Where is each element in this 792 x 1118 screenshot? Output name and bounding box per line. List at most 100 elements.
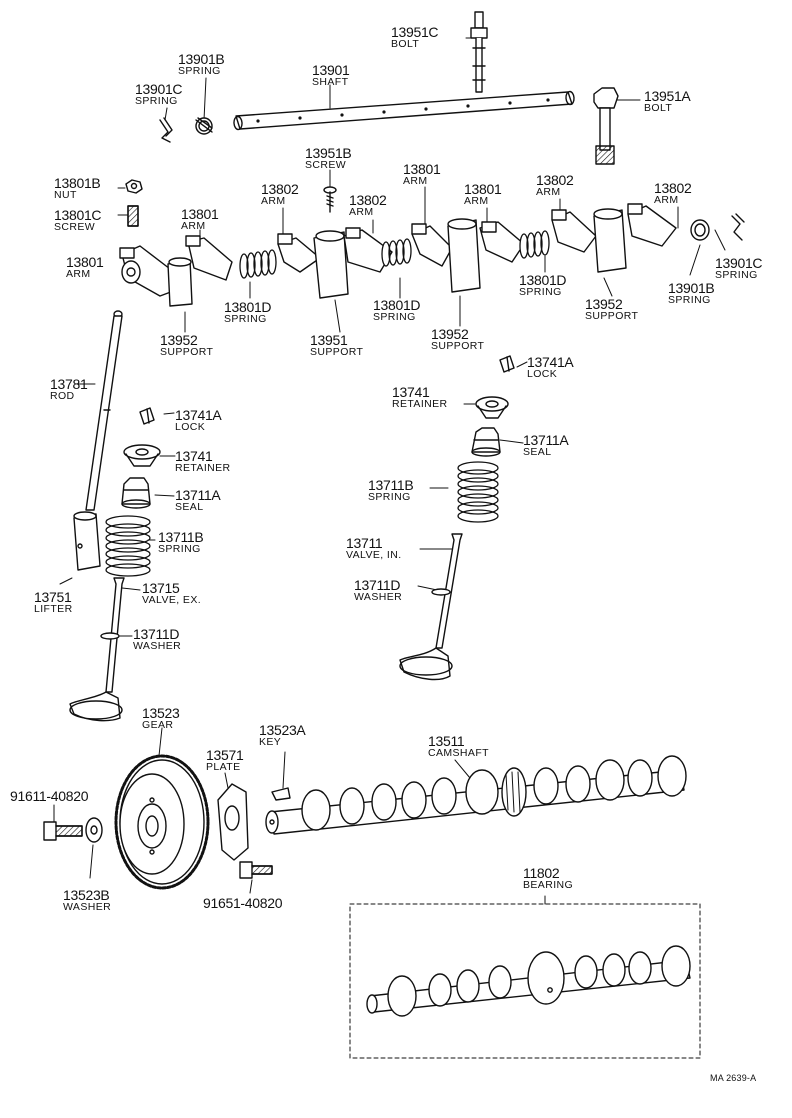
part-name: WASHER [133, 640, 182, 652]
figure-code: MA 2639-A [710, 1073, 757, 1083]
part-number: 13511 [428, 733, 465, 749]
part-number: 13951 [310, 332, 348, 348]
part-label-91611: 91611-40820 [10, 789, 88, 803]
part-name: VALVE, IN. [346, 549, 402, 561]
part-number: 13711A [523, 432, 569, 448]
part-label-13511: 13511 CAMSHAFT [428, 734, 489, 759]
part-number: 13741A [175, 407, 222, 423]
part-number: 13711B [368, 477, 414, 493]
part-number: 13801 [181, 206, 219, 222]
part-name: SCREW [54, 221, 96, 233]
part-number: 13901B [668, 280, 715, 296]
part-label-13711b-right: 13711B SPRING [368, 477, 414, 503]
part-label-13711a-left: 13711A SEAL [175, 488, 221, 513]
part-label-13711a-right: 13711A SEAL [523, 432, 569, 458]
part-name: SUPPORT [585, 310, 639, 322]
part-name: ARM [536, 186, 561, 198]
spring-13901b-top-drawing [195, 117, 213, 135]
part-label-13801d-b: 13801D SPRING [373, 297, 421, 323]
bolt-91651-drawing [239, 861, 273, 879]
part-label-13741-left: 13741 RETAINER [175, 449, 231, 474]
camshaft-13511-drawing [265, 755, 687, 835]
part-label-13901b-top: 13901B SPRING [178, 51, 225, 77]
part-number: 13523B [63, 887, 110, 903]
part-label-13801d-a: 13801D SPRING [224, 299, 272, 325]
rocker-arm-assembly [119, 203, 745, 307]
part-number: 13741 [175, 448, 213, 464]
part-number: 13523A [259, 722, 306, 738]
part-label-13523b: 13523B WASHER [63, 888, 111, 913]
part-number: 13952 [160, 332, 198, 348]
screw-13801c-drawing [127, 205, 139, 227]
part-label-13801c: 13801C SCREW [54, 207, 102, 233]
part-name: RETAINER [392, 398, 448, 410]
valve-intake-drawing [399, 533, 463, 681]
bolt-13951c-drawing [470, 11, 488, 93]
part-label-13741a-right: 13741A LOCK [527, 355, 574, 380]
part-label-13801-d: 13801 ARM [66, 255, 104, 280]
part-name: ARM [261, 195, 286, 207]
part-number: 13802 [654, 180, 692, 196]
part-label-13951c: 13951C BOLT [391, 24, 439, 50]
part-number: 13801C [54, 207, 102, 223]
part-number: 13523 [142, 705, 180, 721]
part-name: SHAFT [312, 76, 349, 88]
part-label-13571: 13571 PLATE [206, 748, 244, 773]
part-label-13901c-top: 13901C SPRING [135, 81, 183, 107]
part-label-13802-a: 13802 ARM [261, 181, 299, 207]
part-label-91651: 91651-40820 [203, 896, 283, 910]
part-number: 13901C [135, 81, 183, 97]
part-label-13802-c: 13802 ARM [536, 172, 574, 198]
part-number: 13901B [178, 51, 225, 67]
part-number: 13751 [34, 589, 72, 605]
clip-13901c-top-drawing [159, 117, 173, 143]
part-label-13952-a: 13952 SUPPORT [160, 333, 213, 358]
part-number: 13801D [224, 299, 272, 315]
part-label-13741a-left: 13741A LOCK [175, 407, 222, 433]
rocker-shaft-drawing [233, 90, 575, 131]
part-name: PLATE [206, 761, 241, 773]
part-name: ARM [403, 175, 428, 187]
retainer-13741-right-drawing [475, 396, 509, 419]
lifter-13751-drawing [73, 511, 101, 571]
part-name: GEAR [142, 719, 174, 731]
part-name: SPRING [668, 294, 711, 306]
part-label-13801-a: 13801 ARM [181, 206, 219, 232]
part-name: BEARING [523, 879, 574, 891]
plate-13571-drawing [217, 783, 249, 861]
seal-13711a-left-drawing [121, 477, 151, 509]
part-label-13711: 13711 VALVE, IN. [346, 536, 402, 561]
screw-13951b-drawing [323, 186, 337, 213]
part-label-13715: 13715 VALVE, EX. [142, 581, 201, 606]
seal-13711a-right-drawing [471, 427, 501, 457]
bearing-box-drawing [349, 903, 701, 1059]
part-label-13751: 13751 LIFTER [34, 590, 73, 615]
bolt-13951a-drawing [593, 87, 619, 165]
part-name: ARM [66, 268, 91, 280]
part-name: SUPPORT [431, 340, 485, 352]
part-label-13951: 13951 SUPPORT [310, 333, 363, 358]
part-name: SUPPORT [310, 346, 364, 358]
part-number: 13802 [261, 181, 299, 197]
part-label-13802-d: 13802 ARM [654, 180, 692, 206]
part-label-11802: 11802 BEARING [523, 866, 573, 891]
part-label-13952-c: 13952 SUPPORT [585, 297, 638, 322]
part-number: 13711B [158, 529, 204, 545]
part-label-13801d-c: 13801D SPRING [519, 273, 567, 298]
part-number: 13951C [391, 24, 439, 40]
part-label-13781: 13781 ROD [50, 377, 88, 402]
part-number: 13801D [373, 297, 421, 313]
spring-13711b-right-drawing [457, 461, 499, 523]
part-name: LOCK [527, 368, 558, 380]
part-name: SEAL [175, 501, 204, 513]
part-number: 13802 [349, 192, 387, 208]
part-name: NUT [54, 189, 77, 201]
part-number: 13802 [536, 172, 574, 188]
part-label-13711b-left: 13711B SPRING [158, 529, 204, 555]
part-number: 11802 [523, 865, 560, 881]
part-name: CAMSHAFT [428, 747, 489, 759]
part-name: SPRING [224, 313, 267, 325]
part-number: 13952 [585, 296, 623, 312]
lock-13741a-right-drawing [499, 355, 515, 373]
